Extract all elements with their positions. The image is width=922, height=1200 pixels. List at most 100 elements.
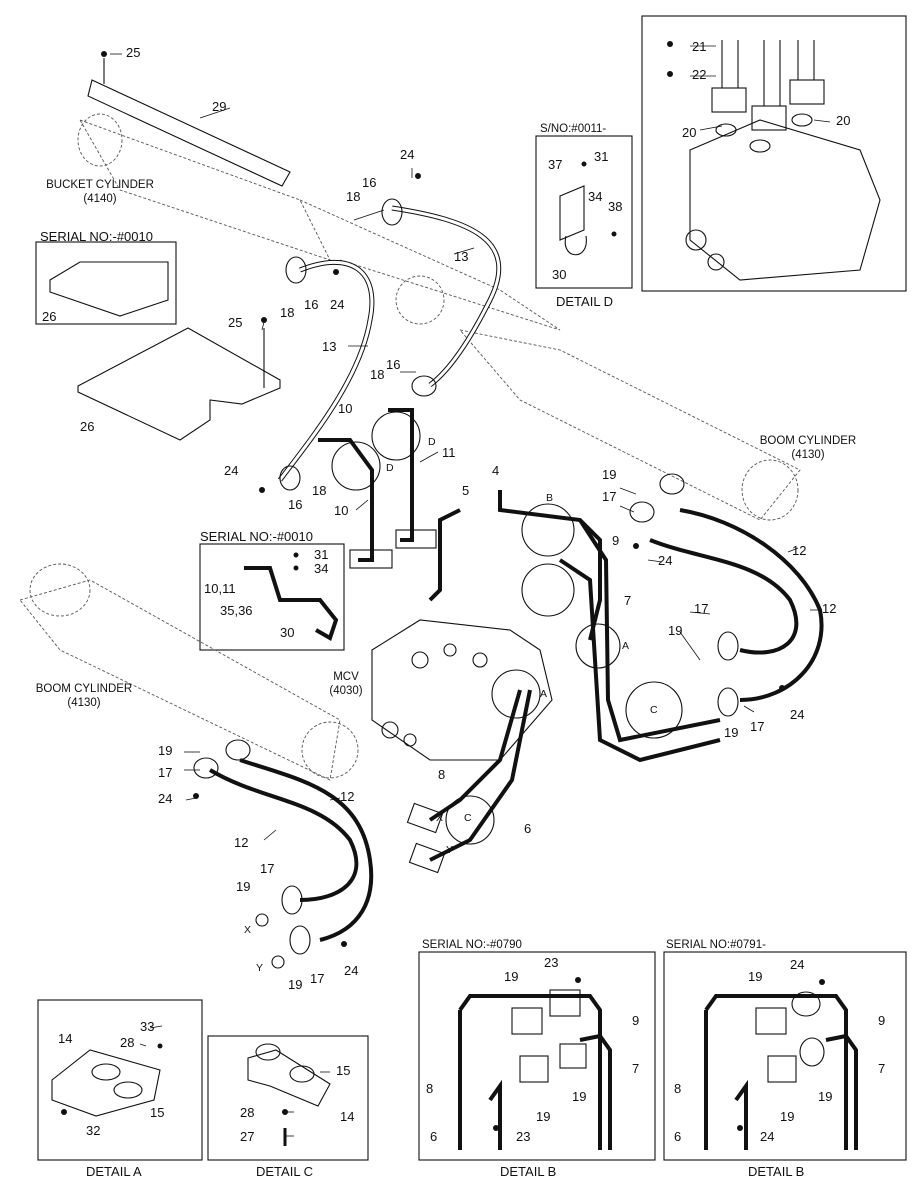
callout-20: 20 bbox=[682, 125, 697, 140]
callout-24: 24 bbox=[344, 963, 359, 978]
callout-20: 20 bbox=[836, 113, 851, 128]
callout-22: 22 bbox=[692, 67, 707, 82]
callout-19: 19 bbox=[572, 1089, 587, 1104]
hose-12-left-a bbox=[208, 768, 359, 902]
callout-34: 34 bbox=[588, 189, 603, 204]
callout-30: 30 bbox=[280, 625, 295, 640]
callout-24: 24 bbox=[790, 957, 805, 972]
callout-15: 15 bbox=[150, 1105, 165, 1120]
callout-19: 19 bbox=[748, 969, 763, 984]
callout-19: 19 bbox=[504, 969, 519, 984]
callout-16: 16 bbox=[386, 357, 401, 372]
detail-c-title: DETAIL C bbox=[256, 1164, 314, 1179]
cover-plate-26-small bbox=[49, 261, 169, 317]
callout-16: 16 bbox=[304, 297, 319, 312]
callout-38: 38 bbox=[608, 199, 623, 214]
letter-x: X bbox=[244, 924, 252, 936]
letter-d: D bbox=[386, 462, 394, 474]
detail-b1-pipe-9 bbox=[458, 994, 602, 1150]
callout-26: 26 bbox=[80, 419, 95, 434]
hose-13-a bbox=[391, 205, 502, 387]
mcv-name: MCV bbox=[333, 671, 359, 683]
callout-25: 25 bbox=[228, 315, 243, 330]
letter-a: A bbox=[540, 688, 548, 700]
callout-28: 28 bbox=[240, 1105, 255, 1120]
detail-d-clamp bbox=[559, 185, 585, 241]
detail-b2-pipe-6 bbox=[734, 1079, 748, 1150]
boom-cylinder-left-outline bbox=[19, 579, 341, 781]
callout-6: 6 bbox=[524, 821, 532, 836]
boom-cylinder-right-code: (4130) bbox=[791, 449, 825, 461]
serial-top-box bbox=[35, 241, 177, 325]
detail-b2-pipe-7 bbox=[825, 1033, 858, 1150]
detail-d-box bbox=[535, 135, 633, 289]
callout-10-11: 10,11 bbox=[204, 581, 236, 596]
callout-24: 24 bbox=[224, 463, 239, 478]
callout-18: 18 bbox=[312, 483, 327, 498]
callout-24: 24 bbox=[658, 553, 673, 568]
callout-13: 13 bbox=[454, 249, 469, 264]
callout-19: 19 bbox=[288, 977, 303, 992]
boom-cylinder-right-outline bbox=[458, 329, 801, 521]
callout-31: 31 bbox=[594, 149, 609, 164]
mcv-caption: MCV (4030) bbox=[326, 670, 366, 698]
boom-cylinder-right-name: BOOM CYLINDER bbox=[759, 435, 857, 447]
callout-8: 8 bbox=[426, 1081, 434, 1096]
cover-plate-26-large bbox=[77, 327, 281, 441]
serial-label-d: S/NO:#0011- bbox=[540, 123, 607, 135]
detail-b2-title: DETAIL B bbox=[748, 1164, 805, 1179]
callout-28: 28 bbox=[120, 1035, 135, 1050]
mcv-block bbox=[371, 619, 553, 761]
bucket-cylinder-caption: BUCKET CYLINDER (4140) bbox=[40, 178, 160, 206]
pipe-4 bbox=[498, 490, 602, 641]
pipe-5 bbox=[428, 508, 461, 602]
letter-d: D bbox=[428, 436, 436, 448]
callout-4: 4 bbox=[492, 463, 500, 478]
bucket-cylinder-code: (4140) bbox=[83, 193, 117, 205]
boom-cylinder-left-code: (4130) bbox=[67, 697, 101, 709]
callout-32: 32 bbox=[86, 1123, 101, 1138]
callout-7: 7 bbox=[878, 1061, 886, 1076]
callout-17: 17 bbox=[750, 719, 765, 734]
letter-c: C bbox=[650, 704, 658, 716]
callout-11: 11 bbox=[442, 445, 456, 460]
callout-30: 30 bbox=[552, 267, 567, 282]
callout-13: 13 bbox=[322, 339, 337, 354]
callout-34: 34 bbox=[314, 561, 329, 576]
callout-19: 19 bbox=[724, 725, 739, 740]
callout-19: 19 bbox=[158, 743, 173, 758]
pipe-10-11-detail bbox=[244, 566, 339, 641]
pipe-6 bbox=[429, 689, 532, 862]
boom-cylinder-left-caption: BOOM CYLINDER (4130) bbox=[24, 682, 144, 710]
plate-29 bbox=[87, 79, 291, 187]
detail-b1-pipe-7 bbox=[579, 1033, 612, 1150]
hose-13-b bbox=[278, 259, 375, 482]
letter-y: Y bbox=[256, 962, 264, 974]
callout-23: 23 bbox=[544, 955, 559, 970]
callout-18: 18 bbox=[370, 367, 385, 382]
callout-35-36: 35,36 bbox=[220, 603, 253, 618]
callout-33: 33 bbox=[140, 1019, 155, 1034]
callout-12: 12 bbox=[792, 543, 807, 558]
callout-25: 25 bbox=[126, 45, 141, 60]
detail-b1-title: DETAIL B bbox=[500, 1164, 557, 1179]
boom-cylinder-left-name: BOOM CYLINDER bbox=[35, 683, 133, 695]
callout-16: 16 bbox=[362, 175, 377, 190]
callout-7: 7 bbox=[624, 593, 632, 608]
callout-24: 24 bbox=[760, 1129, 775, 1144]
callout-9: 9 bbox=[632, 1013, 640, 1028]
callout-19: 19 bbox=[780, 1109, 795, 1124]
callout-14: 14 bbox=[58, 1031, 73, 1046]
callout-8: 8 bbox=[674, 1081, 682, 1096]
callout-24: 24 bbox=[330, 297, 345, 312]
callout-18: 18 bbox=[280, 305, 295, 320]
callout-6: 6 bbox=[430, 1129, 438, 1144]
clamp-detail-c bbox=[247, 1049, 331, 1107]
callout-12: 12 bbox=[340, 789, 355, 804]
callout-10: 10 bbox=[338, 401, 353, 416]
pipe-11 bbox=[388, 408, 414, 542]
detail-b1-pipe-6 bbox=[488, 1079, 502, 1150]
callout-5: 5 bbox=[462, 483, 470, 498]
